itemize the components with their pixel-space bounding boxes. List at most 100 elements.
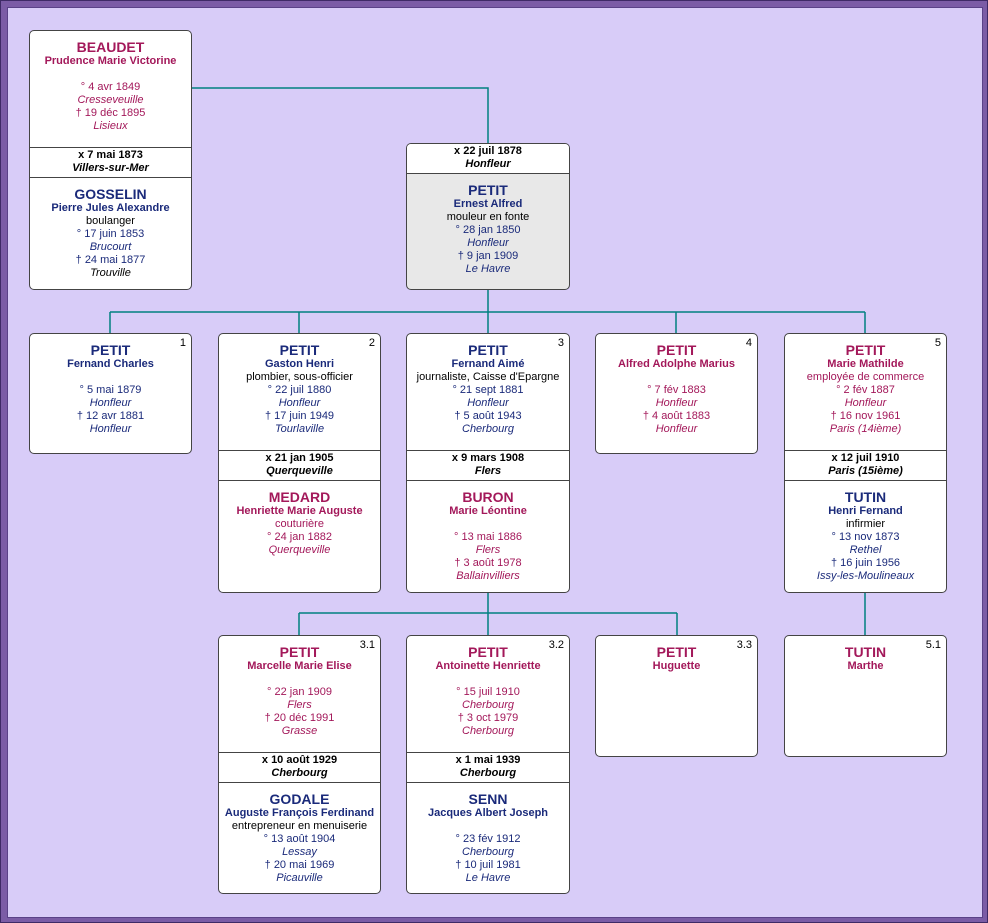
person-given-names: Fernand Charles	[67, 358, 154, 370]
child-box-3[interactable]: 3 PETIT Fernand Aimé journaliste, Caisse…	[406, 333, 570, 593]
birth-date: ° 21 sept 1881	[452, 384, 524, 396]
person-surname: MEDARD	[268, 489, 331, 505]
spouse-card[interactable]: BURON Marie Léontine ° 13 mai 1886 Flers…	[407, 481, 569, 583]
child-number: 3	[557, 337, 564, 349]
father-family-box[interactable]: x 22 juil 1878 Honfleur PETIT Ernest Alf…	[406, 143, 570, 290]
birth-date: ° 4 avr 1849	[80, 81, 141, 93]
occupation: infirmier	[845, 518, 886, 530]
marriage-info: x 1 mai 1939 Cherbourg	[407, 752, 569, 783]
person-given-names: Antoinette Henriette	[435, 660, 541, 672]
grandchild-box-3-2[interactable]: 3.2 PETIT Antoinette Henriette ° 15 juil…	[406, 635, 570, 894]
death-place: Picauville	[276, 872, 323, 884]
death-place: Cherbourg	[462, 423, 514, 435]
death-date: † 24 mai 1877	[75, 254, 146, 266]
birth-date: ° 17 juin 1853	[76, 228, 145, 240]
person-surname: PETIT	[468, 342, 508, 358]
grandchild-card[interactable]: 3.3 PETIT Huguette	[596, 636, 757, 673]
child-card[interactable]: 5 PETIT Marie Mathilde employée de comme…	[785, 334, 946, 450]
grandchild-box-3-3[interactable]: 3.3 PETIT Huguette	[595, 635, 758, 757]
marriage-info: x 22 juil 1878 Honfleur	[407, 144, 569, 174]
marriage-info: x 12 juil 1910 Paris (15ième)	[785, 450, 946, 481]
person-given-names: Marcelle Marie Elise	[247, 660, 352, 672]
marriage-info: x 10 août 1929 Cherbourg	[219, 752, 380, 783]
grandchild-card[interactable]: 3.2 PETIT Antoinette Henriette ° 15 juil…	[407, 636, 569, 752]
person-given-names: Huguette	[652, 660, 701, 672]
birth-place: Querqueville	[268, 544, 331, 556]
birth-place: Flers	[475, 544, 501, 556]
death-place: Paris (14ième)	[829, 423, 902, 435]
child-number: 5	[934, 337, 941, 349]
birth-date: ° 13 août 1904	[263, 833, 336, 845]
birth-date: ° 22 juil 1880	[267, 384, 332, 396]
spouse-card[interactable]: GODALE Auguste François Ferdinand entrep…	[219, 783, 380, 885]
person-surname: PETIT	[656, 342, 697, 358]
birth-place: Lessay	[282, 846, 317, 858]
marriage-info: x 21 jan 1905 Querqueville	[219, 450, 380, 481]
death-date: † 10 juil 1981	[455, 859, 521, 871]
birth-date: ° 23 fév 1912	[455, 833, 521, 845]
person-surname: PETIT	[468, 182, 508, 198]
marriage-place: Querqueville	[266, 465, 333, 477]
death-date: † 20 déc 1991	[264, 712, 335, 724]
marriage-info: x 7 mai 1873 Villers-sur-Mer	[30, 147, 191, 178]
marriage-date: x 22 juil 1878	[454, 145, 522, 157]
death-place: Trouville	[90, 267, 131, 279]
marriage-date: x 10 août 1929	[261, 754, 338, 766]
death-date: † 9 jan 1909	[457, 250, 519, 262]
mother-card[interactable]: BEAUDET Prudence Marie Victorine ° 4 avr…	[30, 31, 191, 147]
grandchild-box-5-1[interactable]: 5.1 TUTIN Marthe	[784, 635, 947, 757]
child-box-5[interactable]: 5 PETIT Marie Mathilde employée de comme…	[784, 333, 947, 593]
death-date: † 12 avr 1881	[76, 410, 145, 422]
death-place: Honfleur	[655, 423, 698, 435]
death-date: † 19 déc 1895	[75, 107, 146, 119]
birth-date: ° 5 mai 1879	[79, 384, 142, 396]
person-surname: PETIT	[845, 342, 886, 358]
birth-place: Honfleur	[467, 237, 509, 249]
person-surname: PETIT	[468, 644, 508, 660]
birth-date: ° 28 jan 1850	[455, 224, 521, 236]
child-card[interactable]: 1 PETIT Fernand Charles ° 5 mai 1879 Hon…	[30, 334, 191, 436]
grandchild-card[interactable]: 5.1 TUTIN Marthe	[785, 636, 946, 673]
mother-family-box[interactable]: BEAUDET Prudence Marie Victorine ° 4 avr…	[29, 30, 192, 290]
child-box-1[interactable]: 1 PETIT Fernand Charles ° 5 mai 1879 Hon…	[29, 333, 192, 454]
birth-date: ° 7 fév 1883	[647, 384, 706, 396]
person-given-names: Marie Mathilde	[827, 358, 904, 370]
death-place: Tourlaville	[274, 423, 325, 435]
child-box-4[interactable]: 4 PETIT Alfred Adolphe Marius ° 7 fév 18…	[595, 333, 758, 454]
marriage-place: Honfleur	[465, 158, 511, 170]
marriage-date: x 1 mai 1939	[455, 754, 521, 766]
birth-date: ° 2 fév 1887	[836, 384, 895, 396]
grandchild-card[interactable]: 3.1 PETIT Marcelle Marie Elise ° 22 jan …	[219, 636, 380, 752]
occupation: employée de commerce	[806, 371, 925, 383]
child-number: 1	[179, 337, 186, 349]
death-date: † 3 août 1978	[454, 557, 522, 569]
marriage-date: x 7 mai 1873	[78, 149, 143, 161]
person-given-names: Henriette Marie Auguste	[236, 505, 363, 517]
mother-spouse-card[interactable]: GOSSELIN Pierre Jules Alexandre boulange…	[30, 178, 191, 280]
occupation: boulanger	[86, 215, 135, 227]
death-date: † 5 août 1943	[454, 410, 522, 422]
child-box-2[interactable]: 2 PETIT Gaston Henri plombier, sous-offi…	[218, 333, 381, 593]
person-surname: TUTIN	[844, 489, 887, 505]
child-card[interactable]: 4 PETIT Alfred Adolphe Marius ° 7 fév 18…	[596, 334, 757, 436]
child-card[interactable]: 3 PETIT Fernand Aimé journaliste, Caisse…	[407, 334, 569, 450]
birth-date: ° 22 jan 1909	[267, 686, 332, 698]
grandchild-number: 3.2	[548, 639, 564, 651]
death-date: † 20 mai 1969	[264, 859, 335, 871]
birth-date: ° 13 nov 1873	[831, 531, 900, 543]
person-surname: GODALE	[269, 791, 330, 807]
person-given-names: Ernest Alfred	[453, 198, 523, 210]
spouse-card[interactable]: MEDARD Henriette Marie Auguste couturièr…	[219, 481, 380, 557]
person-given-names: Prudence Marie Victorine	[44, 55, 177, 67]
person-surname: BURON	[462, 489, 514, 505]
occupation: couturière	[275, 518, 324, 530]
child-card[interactable]: 2 PETIT Gaston Henri plombier, sous-offi…	[219, 334, 380, 450]
person-given-names: Marthe	[847, 660, 884, 672]
spouse-card[interactable]: TUTIN Henri Fernand infirmier ° 13 nov 1…	[785, 481, 946, 583]
death-place: Lisieux	[93, 120, 128, 132]
grandchild-box-3-1[interactable]: 3.1 PETIT Marcelle Marie Elise ° 22 jan …	[218, 635, 381, 894]
father-card[interactable]: PETIT Ernest Alfred mouleur en fonte ° 2…	[407, 174, 569, 276]
birth-place: Flers	[287, 699, 312, 711]
birth-place: Honfleur	[844, 397, 887, 409]
spouse-card[interactable]: SENN Jacques Albert Joseph ° 23 fév 1912…	[407, 783, 569, 885]
